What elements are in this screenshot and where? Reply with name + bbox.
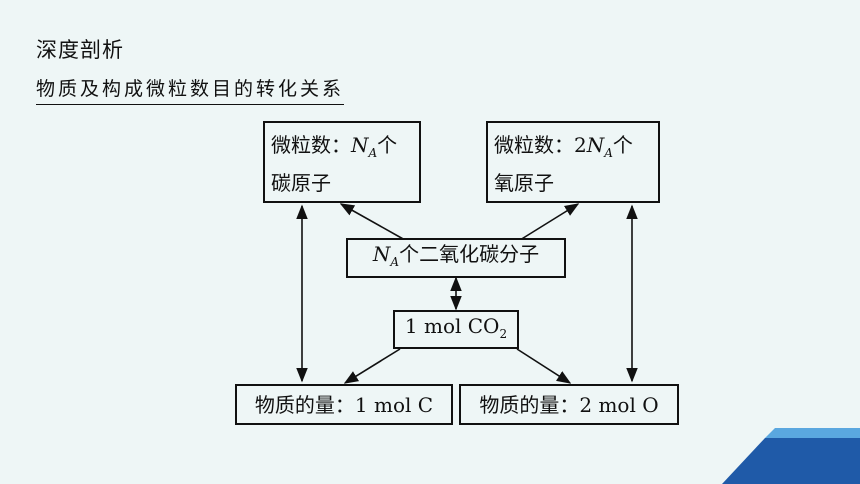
arrow-molecules-carbon [339,203,406,241]
arrow-mol-amount-o [516,348,572,384]
arrow-molecules-oxygen [519,203,580,241]
box-mol-co2: 1 mol CO2 [393,310,519,349]
corner-light-band [765,428,860,438]
box-carbon-particles: 微粒数：NA个 碳原子 [263,121,421,203]
arrow-mol-amount-c [343,348,401,384]
section-title: 深度剖析 [36,38,124,62]
section-subtitle: 物质及构成微粒数目的转化关系 [36,74,345,105]
box-oxygen-particles: 微粒数：2NA个 氧原子 [486,121,660,203]
box-co2-molecules: NA个二氧化碳分子 [346,238,566,278]
corner-dark-band [722,438,860,484]
box-amount-carbon: 物质的量：1 mol C [235,384,453,425]
box-amount-oxygen: 物质的量：2 mol O [459,384,679,425]
